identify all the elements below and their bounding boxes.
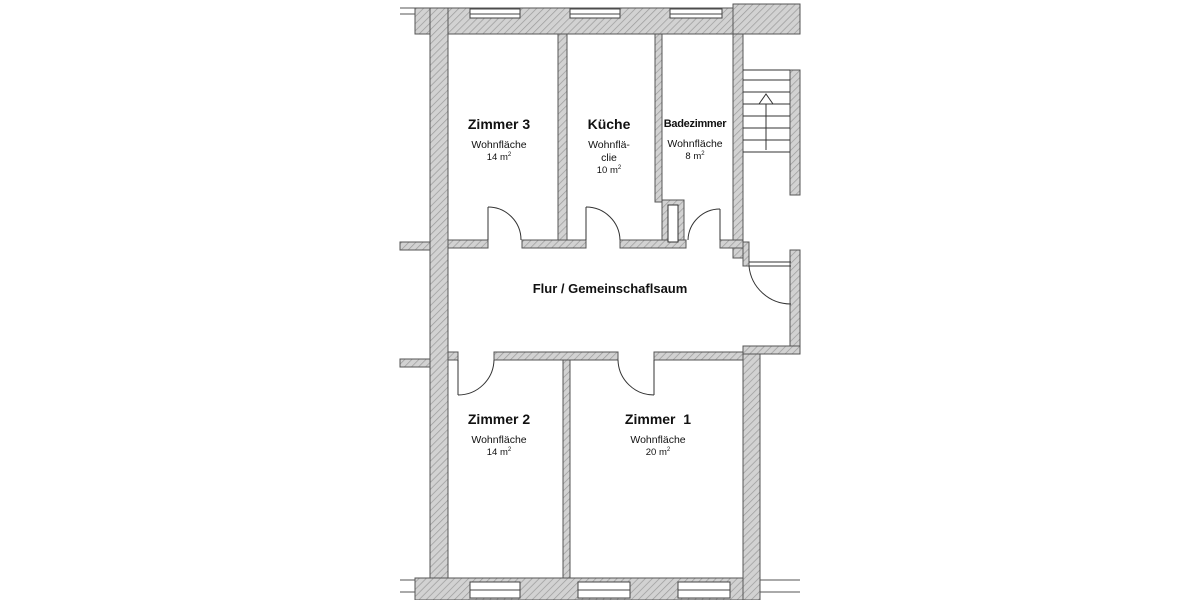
staircase — [743, 69, 790, 153]
wall-right-upper — [732, 7, 744, 259]
shaft-detail — [667, 204, 679, 243]
wall-z3-kueche — [557, 33, 568, 243]
door-entry-swing — [748, 265, 792, 305]
room-badezimmer: Badezimmer Wohnfläche 8 m2 — [663, 118, 727, 163]
wall-left — [429, 7, 449, 600]
wall-entry-bottom — [742, 345, 801, 355]
room-area: 14 m2 — [486, 447, 512, 459]
wall-right-lower — [742, 347, 761, 600]
walls — [399, 3, 801, 600]
room-area: 8 m2 — [685, 151, 705, 163]
room-kueche: Küche Wohnflä- clie 10 m2 — [588, 116, 631, 176]
room-area: 10 m2 — [596, 165, 622, 177]
room-zimmer1: Zimmer 1 Wohnfläche 20 m2 — [625, 411, 691, 458]
wall-corr-bot-1 — [447, 351, 459, 361]
wall-corr-bot-3 — [653, 351, 744, 361]
room-title: Zimmer 2 — [467, 411, 531, 427]
room-title: Zimmer 1 — [624, 411, 692, 427]
wall-z2-z1 — [562, 359, 571, 579]
door-kueche-swing — [585, 206, 621, 241]
wall-corr-top-4 — [719, 239, 744, 249]
corner-marks — [400, 7, 800, 593]
room-title: Zimmer 3 — [467, 116, 531, 132]
windows — [469, 8, 731, 599]
wall-corr-top-2 — [521, 239, 587, 249]
room-subtitle: Wohnfläche — [471, 139, 527, 151]
wall-entry-right — [789, 249, 801, 354]
wall-corr-top-1 — [447, 239, 489, 249]
wall-stub-right-1 — [742, 241, 750, 267]
wall-corner — [732, 3, 801, 35]
room-subtitle: Wohnfläche — [471, 434, 527, 446]
door-z2-swing — [457, 359, 495, 396]
wall-stub-left-1 — [399, 241, 431, 251]
wall-corr-top-3 — [619, 239, 687, 249]
doors — [457, 206, 792, 396]
room-flur: Flur / Gemeinschaflsaum — [533, 281, 688, 296]
room-subtitle: Wohnfläche — [667, 138, 723, 150]
room-title: Badezimmer — [663, 118, 727, 130]
room-area: 20 m2 — [645, 447, 671, 459]
door-z3-swing — [487, 206, 522, 241]
wall-corr-bot-2 — [493, 351, 619, 361]
room-area: 14 m2 — [486, 152, 512, 164]
door-bad-swing — [687, 208, 721, 241]
room-title: Flur / Gemeinschaflsaum — [532, 281, 688, 296]
door-z1-swing — [617, 359, 655, 396]
room-zimmer3: Zimmer 3 Wohnfläche 14 m2 — [468, 116, 530, 163]
wall-kueche-bad — [654, 33, 663, 203]
wall-stub-left-2 — [399, 358, 431, 368]
room-title: Küche — [587, 116, 631, 132]
arrow-up-icon — [758, 93, 774, 150]
room-subtitle: Wohnfläche — [630, 434, 686, 446]
room-zimmer2: Zimmer 2 Wohnfläche 14 m2 — [468, 411, 530, 458]
room-subtitle-line1: Wohnflä- — [588, 139, 630, 151]
room-subtitle-line2: clie — [601, 152, 617, 164]
wall-stair-side — [789, 69, 801, 196]
